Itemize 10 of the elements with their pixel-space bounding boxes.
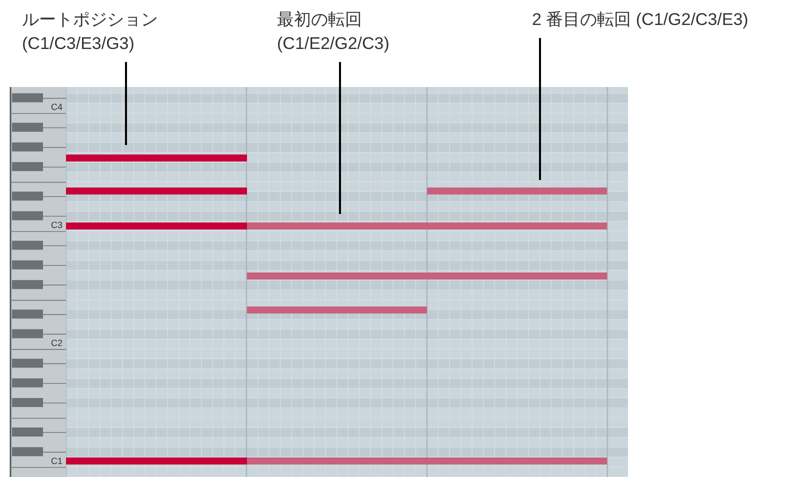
octave-label: C3 <box>51 220 63 230</box>
octave-label: C4 <box>51 102 63 112</box>
callout-text: 2 番目の転回 (C1/G2/C3/E3) <box>532 8 748 32</box>
leader-line <box>539 38 541 180</box>
octave-label: C2 <box>51 338 63 348</box>
octave-label: C1 <box>51 456 63 466</box>
leader-line <box>125 62 127 145</box>
leader-line <box>339 62 341 214</box>
callout-text: 最初の転回 (C1/E2/G2/C3) <box>277 8 427 56</box>
callout-text: ルートポジション (C1/C3/E3/G3) <box>22 8 172 56</box>
